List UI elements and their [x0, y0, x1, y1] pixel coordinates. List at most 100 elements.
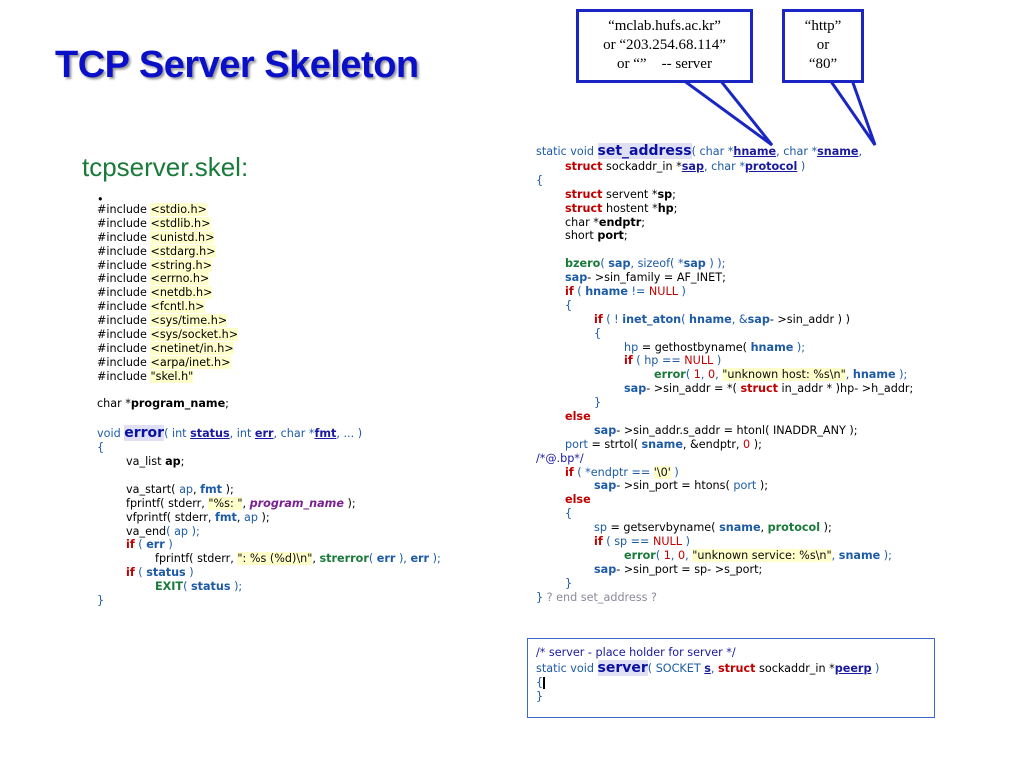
include-file: <stdarg.h> — [150, 244, 216, 258]
code-line: hp = gethostbyname( hname ); — [624, 340, 806, 354]
code-line: { — [594, 326, 602, 340]
include-file: <errno.h> — [150, 272, 210, 286]
code-line: EXIT( status ); — [155, 580, 243, 594]
code-line: { — [565, 298, 573, 312]
code-line: { — [97, 441, 105, 455]
server-placeholder-box: /* server - place holder for server */ s… — [527, 638, 935, 718]
slide-title: TCP Server Skeleton — [55, 44, 419, 86]
sname-callout-line: “http” — [804, 18, 842, 34]
code-line: sap- >sin_port = htons( port ); — [594, 479, 769, 493]
right-code-block: static void set_address( char *hname, ch… — [536, 143, 913, 605]
code-line: char *endptr; — [565, 215, 646, 229]
code-line: } — [536, 689, 544, 703]
include-file: <netdb.h> — [150, 286, 213, 300]
include-line: #include <sys/socket.h> — [97, 328, 239, 342]
error-function-name: error — [124, 425, 165, 442]
code-line: fprintf( stderr, ": %s (%d)\n", strerror… — [155, 552, 441, 566]
code-line: error( 1, 0, "unknown host: %s\n", hname… — [654, 368, 908, 382]
code-line: struct servent *sp; — [565, 187, 676, 201]
include-line: #include <stdlib.h> — [97, 216, 211, 230]
code-line: if ( ! inet_aton( hname, &sap- >sin_addr… — [594, 312, 850, 326]
include-file: <fcntl.h> — [150, 300, 205, 314]
include-line: #include "skel.h" — [97, 369, 194, 383]
code-line: port = strtol( sname, &endptr, 0 ); — [565, 437, 762, 451]
code-line: if ( hp == NULL ) — [624, 354, 722, 368]
set-address-function-name: set_address — [597, 143, 692, 159]
hname-callout-line: or “” -- server — [617, 56, 712, 72]
code-line: if ( hname != NULL ) — [565, 285, 686, 299]
code-line: if ( status ) — [126, 566, 194, 580]
code-line: struct hostent *hp; — [565, 201, 678, 215]
sname-callout-line: or — [816, 37, 830, 53]
code-line: sap- >sin_addr = *( struct in_addr * )hp… — [624, 382, 914, 396]
code-line: sap- >sin_family = AF_INET; — [565, 271, 726, 285]
include-line: #include <arpa/inet.h> — [97, 355, 231, 369]
code-line: { — [536, 173, 544, 187]
include-line: #include <sys/time.h> — [97, 314, 228, 328]
bullet: • — [97, 193, 104, 206]
blank-line — [97, 469, 441, 483]
error-signature: void error( int status, int err, char *f… — [97, 425, 363, 442]
code-line: vfprintf( stderr, fmt, ap ); — [126, 510, 270, 524]
code-line: sap- >sin_port = sp- >s_port; — [594, 562, 763, 576]
include-file: <sys/time.h> — [150, 314, 228, 328]
include-line: #include <unistd.h> — [97, 230, 215, 244]
include-line: #include <stdarg.h> — [97, 244, 216, 258]
code-line: sap- >sin_addr.s_addr = htonl( INADDR_AN… — [594, 423, 858, 437]
code-line: • — [97, 193, 441, 206]
code-line: { — [565, 507, 573, 521]
code-line: } — [594, 396, 602, 410]
include-line: #include <errno.h> — [97, 272, 210, 286]
sname-callout-line: “80” — [808, 56, 838, 72]
hname-callout: “mclab.hufs.ac.kr” or “203.254.68.114” o… — [576, 9, 753, 83]
code-line: short port; — [565, 229, 628, 243]
server-comment: /* server - place holder for server */ — [536, 646, 736, 659]
include-file: <stdio.h> — [150, 203, 207, 216]
include-line: #include <fcntl.h> — [97, 300, 205, 314]
code-line: } ? end set_address ? — [536, 590, 657, 604]
include-file: <sys/socket.h> — [150, 328, 239, 342]
code-line: va_list ap; — [126, 455, 185, 469]
code-line: if ( sp == NULL ) — [594, 535, 690, 549]
server-function-name: server — [597, 659, 648, 676]
include-file: <string.h> — [150, 258, 212, 272]
code-line: struct sockaddr_in *sap, char *protocol … — [565, 160, 806, 173]
blank-line — [97, 411, 441, 425]
code-line: if ( *endptr == '\0' ) — [565, 465, 679, 479]
include-line: #include <string.h> — [97, 258, 212, 272]
code-line: else — [565, 410, 591, 424]
code-line: if ( err ) — [126, 538, 173, 552]
include-line: #include <netinet/in.h> — [97, 341, 234, 355]
include-file: "skel.h" — [150, 369, 194, 383]
include-file: <stdlib.h> — [150, 216, 211, 230]
hname-callout-line: or “203.254.68.114” — [603, 37, 726, 53]
hname-callout-pointer — [678, 78, 774, 147]
server-signature: static void server( SOCKET s, struct soc… — [536, 659, 880, 676]
code-line: } — [565, 576, 573, 590]
blank-line — [97, 384, 441, 398]
code-line: fprintf( stderr, "%s: ", program_name ); — [126, 496, 356, 510]
include-file: <unistd.h> — [150, 230, 215, 244]
code-line: error( 1, 0, "unknown service: %s\n", sn… — [624, 548, 892, 562]
include-file: <arpa/inet.h> — [150, 355, 231, 369]
hname-callout-line: “mclab.hufs.ac.kr” — [608, 18, 721, 34]
server-code: /* server - place holder for server */ s… — [536, 646, 879, 704]
include-line: #include <stdio.h> — [97, 203, 207, 216]
slide-subtitle: tcpserver.skel: — [82, 152, 249, 182]
text-cursor — [543, 676, 546, 689]
code-line: } — [97, 594, 105, 608]
program-name-decl: char *program_name; — [97, 397, 229, 411]
left-code-block: • #include <stdio.h> #include <stdlib.h>… — [97, 193, 441, 608]
code-line: va_start( ap, fmt ); — [126, 482, 234, 496]
code-line: /*@.bp*/ — [536, 451, 584, 465]
include-line: #include <netdb.h> — [97, 286, 213, 300]
blank-line — [536, 243, 913, 257]
code-line: va_end( ap ); — [126, 524, 200, 538]
sname-callout-pointer — [827, 78, 877, 146]
code-line: { — [536, 675, 546, 689]
code-line: else — [565, 493, 591, 507]
include-file: <netinet/in.h> — [150, 341, 234, 355]
code-line: bzero( sap, sizeof( *sap ) ); — [565, 257, 726, 271]
set-address-signature: static void set_address( char *hname, ch… — [536, 143, 863, 159]
sname-callout: “http” or “80” — [782, 9, 864, 83]
